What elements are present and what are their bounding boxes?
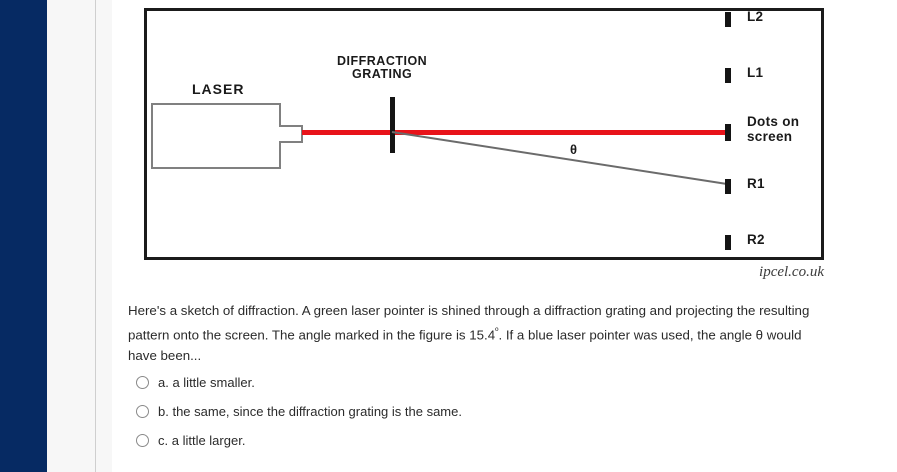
screen-label-r1: R1 (747, 176, 765, 191)
degree-symbol: º (495, 326, 499, 336)
radio-button-icon-b[interactable] (136, 405, 149, 418)
laser-nozzle-shape (279, 125, 303, 143)
dots-label-line1: Dots on (747, 114, 800, 129)
screen-label-r2: R2 (747, 232, 765, 247)
dot-marker-center (725, 124, 731, 141)
answer-options-list: a. a little smaller. b. the same, since … (128, 368, 748, 455)
dot-marker-l1 (725, 68, 731, 83)
dot-marker-r2 (725, 235, 731, 250)
page-gutter-strip-secondary (96, 0, 112, 472)
answer-option-c-label: c. a little larger. (158, 433, 246, 448)
page-gutter-strip (47, 0, 95, 472)
question-text-part2: . If a blue laser pointer was used, the … (128, 327, 802, 364)
figure-frame: LASER DIFFRACTION GRATING θ (144, 8, 824, 260)
left-nav-rail[interactable] (0, 0, 47, 472)
answer-option-a[interactable]: a. a little smaller. (128, 368, 748, 397)
question-block: Here's a sketch of diffraction. A green … (128, 300, 818, 366)
question-content-area: LASER DIFFRACTION GRATING θ (112, 0, 897, 472)
screen-label-l1: L1 (747, 65, 764, 80)
question-text: Here's a sketch of diffraction. A green … (128, 300, 818, 366)
dots-label-line2: screen (747, 129, 793, 144)
answer-option-c[interactable]: c. a little larger. (128, 426, 748, 455)
grating-label-line2: GRATING (352, 67, 413, 81)
theta-angle-label: θ (570, 142, 578, 157)
figure-credit-text: ipcel.co.uk (759, 264, 824, 280)
screen-label-dots-on-screen: Dots on screen (747, 114, 799, 144)
dot-marker-r1 (725, 179, 731, 194)
diffraction-grating-label: DIFFRACTION GRATING (337, 55, 427, 81)
radio-button-icon-a[interactable] (136, 376, 149, 389)
screen-label-l2: L2 (747, 9, 764, 24)
laser-body-shape (151, 103, 281, 169)
answer-option-a-label: a. a little smaller. (158, 375, 255, 390)
zero-order-laser-beam (302, 130, 728, 135)
radio-button-icon-c[interactable] (136, 434, 149, 447)
laser-label: LASER (192, 81, 245, 97)
gutter-divider (95, 0, 96, 472)
question-text-part1: Here's a sketch of diffraction. A green … (128, 303, 810, 343)
first-order-diffracted-ray (391, 131, 728, 185)
diffraction-grating-line (390, 97, 395, 153)
grating-label-line1: DIFFRACTION (337, 54, 428, 68)
dot-marker-l2 (725, 12, 731, 27)
answer-option-b[interactable]: b. the same, since the diffraction grati… (128, 397, 748, 426)
answer-option-b-label: b. the same, since the diffraction grati… (158, 404, 462, 419)
